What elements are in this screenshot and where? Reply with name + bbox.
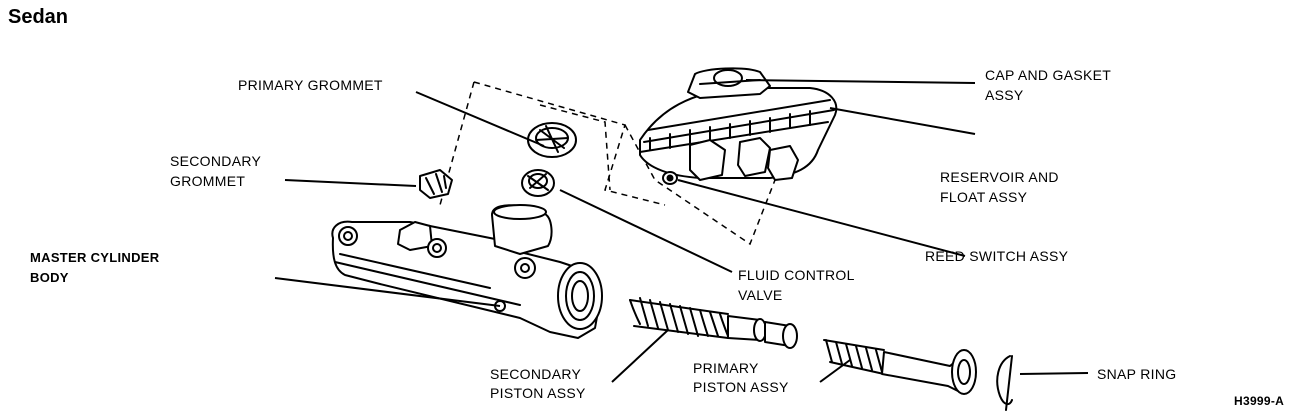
master-cylinder-body-part (331, 204, 603, 339)
label-secondary-piston-line2: PISTON ASSY (490, 385, 586, 401)
fluid-control-valve-part (521, 169, 555, 197)
primary-grommet-part (527, 122, 577, 158)
label-master-cylinder-line2: BODY (30, 270, 69, 285)
label-fluid-control-line1: FLUID CONTROL (738, 267, 855, 283)
leader-lines (274, 79, 1089, 383)
diagram-title: Sedan (8, 6, 69, 28)
label-reservoir-line1: RESERVOIR AND (940, 169, 1059, 185)
label-cap-gasket-line1: CAP AND GASKET (985, 67, 1112, 83)
secondary-piston-assy-part (629, 297, 798, 349)
snap-ring-part (996, 355, 1013, 411)
assembly-guide-lines (439, 81, 776, 246)
label-snap-ring: SNAP RING (1097, 366, 1177, 382)
label-primary-grommet: PRIMARY GROMMET (238, 77, 383, 93)
label-master-cylinder-line1: MASTER CYLINDER (30, 250, 160, 265)
label-primary-piston-line2: PISTON ASSY (693, 379, 789, 395)
cap-gasket-assy (687, 67, 771, 99)
primary-piston-assy-part (823, 339, 977, 395)
label-secondary-grommet-line2: GROMMET (170, 173, 246, 189)
label-fluid-control-line2: VALVE (738, 287, 783, 303)
label-secondary-piston-line1: SECONDARY (490, 366, 582, 382)
reservoir-float-assy (639, 87, 838, 185)
figure-id: H3999-A (1234, 394, 1285, 408)
label-primary-piston-line1: PRIMARY (693, 360, 759, 376)
label-reservoir-line2: FLOAT ASSY (940, 189, 1028, 205)
label-secondary-grommet-line1: SECONDARY (170, 153, 262, 169)
secondary-grommet-part (419, 169, 453, 199)
label-reed-switch: REED SWITCH ASSY (925, 248, 1069, 264)
label-cap-gasket-line2: ASSY (985, 87, 1024, 103)
